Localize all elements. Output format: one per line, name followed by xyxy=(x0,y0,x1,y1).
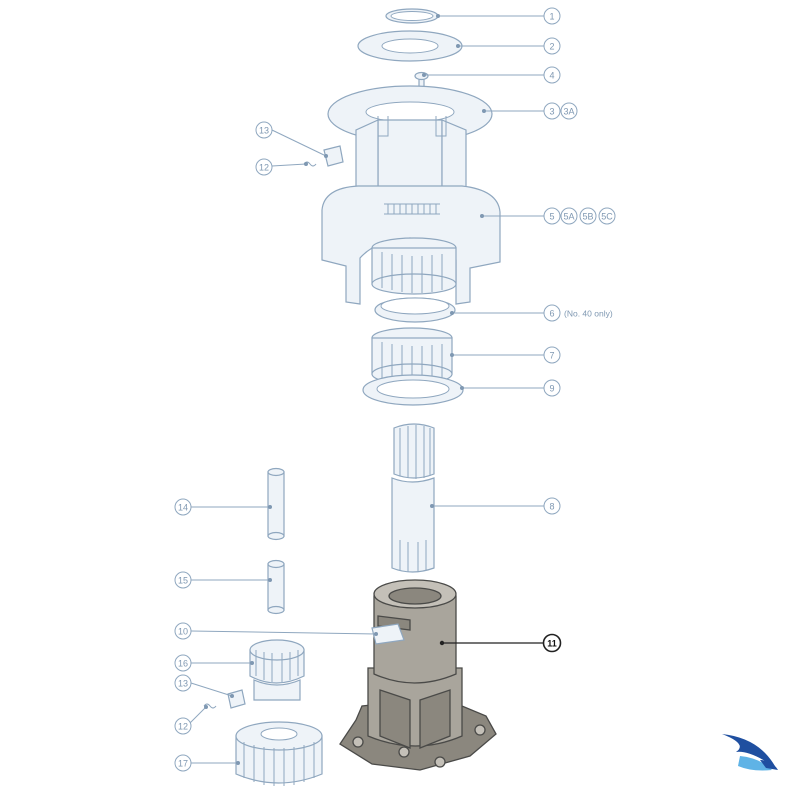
svg-text:13: 13 xyxy=(259,126,269,136)
part-13-pawl-top xyxy=(323,145,344,167)
callout-5c: 5C xyxy=(598,207,616,225)
svg-text:10: 10 xyxy=(178,627,188,637)
svg-text:17: 17 xyxy=(178,759,188,769)
callout-7: 7 xyxy=(543,346,561,364)
callout-6: 6 (No. 40 only) xyxy=(543,304,613,322)
part-13-pawl-lower xyxy=(227,689,246,709)
svg-text:8: 8 xyxy=(549,502,554,512)
svg-text:1: 1 xyxy=(549,12,554,22)
callout-13-lower: 13 xyxy=(174,674,192,692)
svg-text:4: 4 xyxy=(549,71,554,81)
leader-dots xyxy=(204,14,486,765)
part-10-key xyxy=(371,623,405,645)
callout-17: 17 xyxy=(174,754,192,772)
callout-4: 4 xyxy=(543,66,561,84)
part-1-ring xyxy=(385,8,439,24)
svg-text:2: 2 xyxy=(549,42,554,52)
part-17-large-gear xyxy=(235,721,323,786)
svg-text:5: 5 xyxy=(549,212,554,222)
part-12-spring-lower xyxy=(203,703,217,709)
callout-12-lower: 12 xyxy=(174,717,192,735)
svg-text:15: 15 xyxy=(178,576,188,586)
callout-2: 2 xyxy=(543,37,561,55)
svg-text:13: 13 xyxy=(178,679,188,689)
leader-lines xyxy=(189,15,544,764)
callout-16: 16 xyxy=(174,654,192,672)
part-11-base-highlighted xyxy=(339,579,497,771)
part-2-washer xyxy=(357,30,463,62)
svg-text:11: 11 xyxy=(547,639,557,649)
bird-wing-logo-icon xyxy=(722,734,778,771)
svg-text:12: 12 xyxy=(178,722,188,732)
part-8-spindle xyxy=(391,423,435,573)
part-6-spacer-ring xyxy=(374,297,456,323)
callout-6-note: (No. 40 only) xyxy=(564,309,613,319)
callout-14: 14 xyxy=(174,498,192,516)
callout-13-top: 13 xyxy=(255,121,273,139)
callout-15: 15 xyxy=(174,571,192,589)
callout-10: 10 xyxy=(174,622,192,640)
callout-3a: 3A xyxy=(560,102,578,120)
callout-5a: 5A xyxy=(560,207,578,225)
callout-11: 11 xyxy=(542,633,562,653)
upper-roller-bearing xyxy=(371,237,457,295)
svg-text:3: 3 xyxy=(549,107,554,117)
svg-text:5A: 5A xyxy=(563,212,574,222)
callout-9: 9 xyxy=(543,379,561,397)
svg-text:12: 12 xyxy=(259,163,269,173)
svg-text:3A: 3A xyxy=(563,107,574,117)
callout-12-top: 12 xyxy=(255,158,273,176)
callout-1: 1 xyxy=(543,7,561,25)
part-15-short-pin xyxy=(267,559,285,615)
svg-text:6: 6 xyxy=(549,309,554,319)
callout-8: 8 xyxy=(543,497,561,515)
svg-text:7: 7 xyxy=(549,351,554,361)
svg-text:16: 16 xyxy=(178,659,188,669)
svg-text:5C: 5C xyxy=(601,212,613,222)
callout-5b: 5B xyxy=(579,207,597,225)
callout-5: 5 xyxy=(543,207,561,225)
part-9-thrust-washer xyxy=(362,374,464,406)
part-14-long-pin xyxy=(267,467,285,541)
part-16-small-gear xyxy=(249,639,305,701)
callout-3: 3 xyxy=(543,102,561,120)
svg-text:9: 9 xyxy=(549,384,554,394)
svg-text:5B: 5B xyxy=(582,212,593,222)
svg-text:14: 14 xyxy=(178,503,188,513)
